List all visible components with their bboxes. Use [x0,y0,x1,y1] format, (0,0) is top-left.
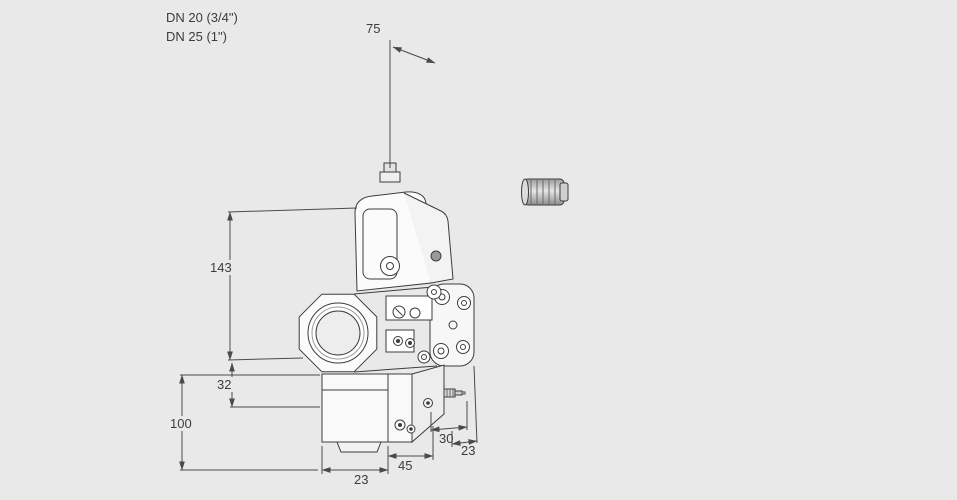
dim-ext-143-top [227,207,358,213]
flange-bolt-hole [456,340,470,354]
dim-23-bottom-label: 23 [354,472,369,487]
size-designations: DN 20 (3/4") DN 25 (1") [166,8,238,46]
dim-100-label: 100 [168,416,194,431]
dim-75-label: 75 [366,21,381,36]
body-screw [417,350,431,364]
dim-30-label: 30 [439,431,454,446]
body-screw [426,284,442,300]
coil-side-plate [403,192,454,284]
body-bottom-edge [353,365,438,373]
body-top-edge [353,286,434,295]
dim-ext-23-flange-right [473,365,478,444]
regulator-block [321,364,466,453]
dn20-label: DN 20 (3/4") [166,10,238,25]
inlet-port-bore [315,310,361,356]
solenoid-actuator [354,162,454,292]
dimension-lines [179,40,478,474]
valve-body [298,283,475,373]
block-front-face [321,373,413,443]
dim-143-label: 143 [208,260,234,275]
dim-45-label: 45 [398,458,413,473]
flange-center-hole [448,320,458,330]
dim-ext-143-bottom [227,357,304,361]
coil-screw [380,256,400,276]
dim-23-right-label: 23 [461,443,476,458]
cable-plug-part [521,178,569,206]
flange-bolt-hole [433,343,449,359]
dn25-label: DN 25 (1") [166,29,227,44]
inlet-port-thread [311,306,365,360]
flange-bolt-hole [457,296,471,310]
side-plate-dot [430,250,442,262]
adjust-screw [409,307,421,319]
dim-line-23-flange [451,439,478,446]
coil-front-panel [362,208,398,280]
block-foot [336,441,382,453]
dim-32-label: 32 [215,377,234,392]
body-mid-box [385,295,433,321]
stem-collar [379,171,401,183]
dim-line-75 [392,46,436,64]
dim-line-30 [430,424,468,433]
